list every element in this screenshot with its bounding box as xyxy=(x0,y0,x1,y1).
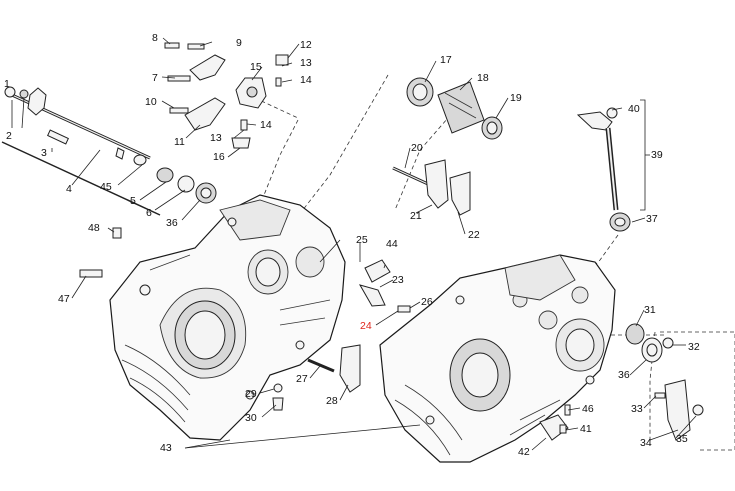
label-13-top: 13 xyxy=(300,57,312,69)
label-9: 9 xyxy=(236,37,242,49)
label-3: 3 xyxy=(41,147,47,159)
drum-bearing-assembly xyxy=(406,77,503,140)
label-20: 20 xyxy=(411,142,423,154)
label-29: 29 xyxy=(245,388,257,400)
label-6: 6 xyxy=(146,207,152,219)
label-19: 19 xyxy=(510,92,522,104)
label-44: 44 xyxy=(386,238,398,250)
left-crankcase-half xyxy=(109,194,346,441)
label-10: 10 xyxy=(145,96,157,108)
label-43: 43 xyxy=(160,442,172,454)
right-crankcase-half xyxy=(379,254,616,463)
label-48: 48 xyxy=(88,222,100,234)
label-11: 11 xyxy=(174,136,185,148)
label-28: 28 xyxy=(326,395,338,407)
label-45: 45 xyxy=(100,181,112,193)
gearshift-shaft-assembly xyxy=(1,86,217,216)
label-18: 18 xyxy=(477,72,489,84)
label-36-left: 36 xyxy=(166,217,178,229)
label-25: 25 xyxy=(356,234,368,246)
label-8: 8 xyxy=(152,32,158,44)
label-47: 47 xyxy=(58,293,70,305)
label-39: 39 xyxy=(651,149,663,161)
label-4: 4 xyxy=(66,183,72,195)
label-42: 42 xyxy=(518,446,530,458)
label-5: 5 xyxy=(130,195,136,207)
label-15: 15 xyxy=(250,61,262,73)
label-12: 12 xyxy=(300,39,312,51)
shift-fork-assembly xyxy=(307,159,471,393)
label-23: 23 xyxy=(392,274,404,286)
label-1: 1 xyxy=(4,78,10,90)
label-46: 46 xyxy=(582,403,594,415)
label-21: 21 xyxy=(410,210,422,222)
label-35: 35 xyxy=(676,433,688,445)
label-40: 40 xyxy=(628,103,640,115)
leader-lines xyxy=(11,37,697,451)
label-13-bottom: 13 xyxy=(210,132,222,144)
label-32: 32 xyxy=(688,341,700,353)
label-16: 16 xyxy=(213,151,225,163)
misc-small-parts xyxy=(79,227,704,441)
label-33: 33 xyxy=(631,403,643,415)
starter-shaft-assembly xyxy=(576,107,631,232)
callout-labels: 1 2 3 4 45 5 6 36 8 9 7 10 11 12 15 13 1… xyxy=(4,32,700,458)
label-31: 31 xyxy=(644,304,656,316)
label-26: 26 xyxy=(421,296,433,308)
selector-drum-parts xyxy=(164,42,289,149)
label-27: 27 xyxy=(296,373,308,385)
label-24-highlighted: 24 xyxy=(360,320,372,332)
label-30: 30 xyxy=(245,412,257,424)
label-36-right: 36 xyxy=(618,369,630,381)
label-14-bottom: 14 xyxy=(260,119,272,131)
label-41: 41 xyxy=(580,423,592,435)
label-7: 7 xyxy=(152,72,158,84)
label-37: 37 xyxy=(646,213,658,225)
label-22: 22 xyxy=(468,229,480,241)
label-34: 34 xyxy=(640,437,652,449)
label-14-top: 14 xyxy=(300,74,312,86)
label-17: 17 xyxy=(440,54,452,66)
label-2: 2 xyxy=(6,130,12,142)
